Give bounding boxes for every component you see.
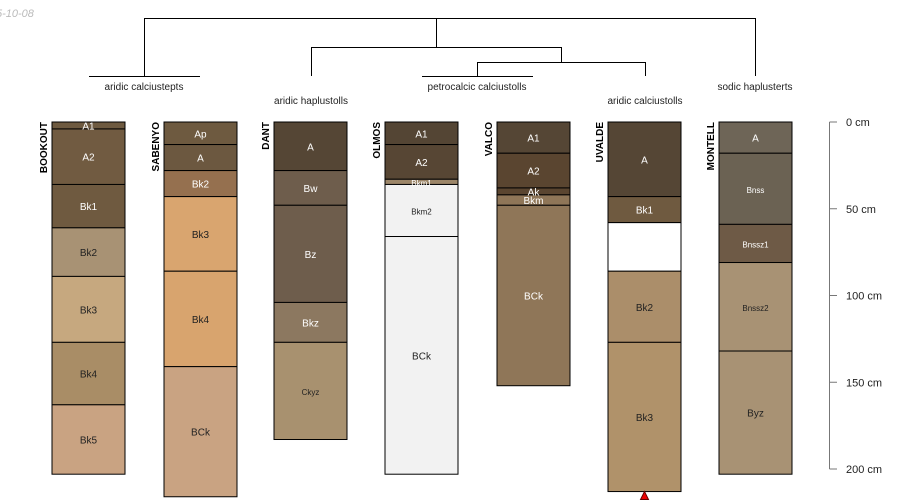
horizon-label: Bk2 [192, 180, 210, 191]
truncation-marker-icon [639, 490, 650, 500]
horizon-label: Bk4 [192, 315, 210, 326]
horizon [496, 204, 571, 387]
horizon [384, 144, 459, 180]
horizon-label: Byz [747, 409, 764, 420]
profile-name: DANT [261, 122, 272, 150]
horizon [384, 236, 459, 475]
date-label: 5-10-08 [0, 8, 34, 20]
horizon-label: Bnssz2 [742, 304, 769, 313]
horizon-label: Bkm2 [411, 207, 432, 216]
horizon-label: Bkm1 [411, 179, 432, 188]
horizon-label: BCk [191, 428, 211, 439]
horizon-label: A2 [527, 167, 540, 178]
horizon [607, 222, 682, 272]
horizon-label: BCk [524, 292, 544, 303]
depth-axis: 0 cm 50 cm 100 cm 150 cm 200 cm [829, 117, 882, 476]
horizon-label: Ak [528, 187, 541, 198]
horizon [163, 196, 238, 272]
horizon-label: Bk4 [80, 370, 98, 381]
horizon-label: Bk2 [636, 303, 654, 314]
horizon [51, 404, 126, 475]
horizon [163, 144, 238, 172]
horizon-label: Bkm [524, 196, 544, 207]
axis-tick-label: 100 cm [846, 291, 882, 303]
horizon-label: BCk [412, 351, 432, 362]
horizon [51, 341, 126, 406]
axis-tick-label: 200 cm [846, 464, 882, 476]
horizon [607, 341, 682, 493]
horizon [273, 341, 348, 441]
horizon-label: Bkz [302, 318, 319, 329]
horizon-label: Bnssz1 [742, 240, 769, 249]
horizon [51, 227, 126, 277]
profile-valco: VALCO [484, 121, 571, 387]
horizon-label: Bk1 [80, 202, 98, 213]
horizon-label: A [197, 154, 204, 165]
horizon-label: Bz [305, 250, 317, 261]
horizon-label: A [641, 155, 648, 166]
group-label: aridic haplustolls [274, 96, 348, 107]
horizon-labels: A1A2Bk1Bk2Bk3Bk4Bk5ApABk2Bk3Bk4BCkABwBzB… [80, 121, 769, 446]
profile-dant: DANT [261, 121, 348, 441]
horizon [163, 366, 238, 498]
group-label: aridic calciustolls [607, 96, 682, 107]
horizon [51, 128, 126, 185]
dendrogram-branch [144, 18, 756, 76]
horizon-label: Bw [304, 184, 319, 195]
profile-name: OLMOS [372, 122, 383, 159]
profile-name: SABENYO [151, 122, 162, 172]
profile-name: UVALDE [595, 122, 606, 163]
horizon-label: A1 [415, 129, 428, 140]
horizon [496, 152, 571, 189]
horizon-label: A2 [82, 153, 95, 164]
horizon [607, 270, 682, 343]
horizon-label: Bnss [747, 186, 765, 195]
horizon-label: Bk3 [636, 413, 654, 424]
axis-tick-label: 150 cm [846, 377, 882, 389]
horizon-label: Bk1 [636, 206, 654, 217]
horizon [384, 183, 459, 238]
dendrogram [89, 18, 756, 77]
profile-name: BOOKOUT [39, 122, 50, 173]
profile-sabenyo: SABENYO [151, 121, 238, 498]
profile-bookout: BOOKOUT [39, 121, 126, 475]
horizon [718, 262, 793, 352]
horizon [718, 121, 793, 154]
horizon-label: Bk3 [80, 305, 98, 316]
horizon [273, 204, 348, 303]
horizon-label: Bk5 [80, 436, 98, 447]
profile-uvalde: UVALDE [595, 121, 682, 500]
horizon-label: Bk2 [80, 248, 98, 259]
horizon [607, 121, 682, 198]
profile-olmos: OLMOS [372, 121, 459, 475]
group-label: aridic calciustepts [105, 82, 184, 93]
horizon-label: A1 [527, 134, 540, 145]
horizon [163, 270, 238, 368]
axis-tick-label: 50 cm [846, 204, 876, 216]
horizon-label: Bk3 [192, 230, 210, 241]
profile-name: VALCO [484, 122, 495, 156]
profile-montell: MONTELL [706, 121, 793, 475]
horizon [51, 183, 126, 229]
profiles: BOOKOUT SABENYO DANT OLMOS VALCO UVALDE MONTEL… [39, 121, 793, 500]
horizon [273, 301, 348, 343]
horizon-label: Ckyz [302, 388, 320, 397]
horizon-label: A2 [415, 158, 428, 169]
horizon-label: A1 [82, 121, 95, 132]
dendrogram-branch [311, 18, 562, 76]
horizon [718, 350, 793, 475]
dendrogram-branch [477, 62, 646, 76]
horizon-label: Ap [194, 129, 207, 140]
group-label: sodic haplusterts [717, 82, 792, 93]
profile-name: MONTELL [706, 122, 717, 170]
horizon-label: A [752, 134, 759, 145]
horizon [51, 275, 126, 343]
horizon-label: A [307, 142, 314, 153]
group-label: petrocalcic calciustolls [428, 82, 527, 93]
horizon [273, 170, 348, 206]
axis-tick-label: 0 cm [846, 117, 870, 129]
horizon [273, 121, 348, 172]
